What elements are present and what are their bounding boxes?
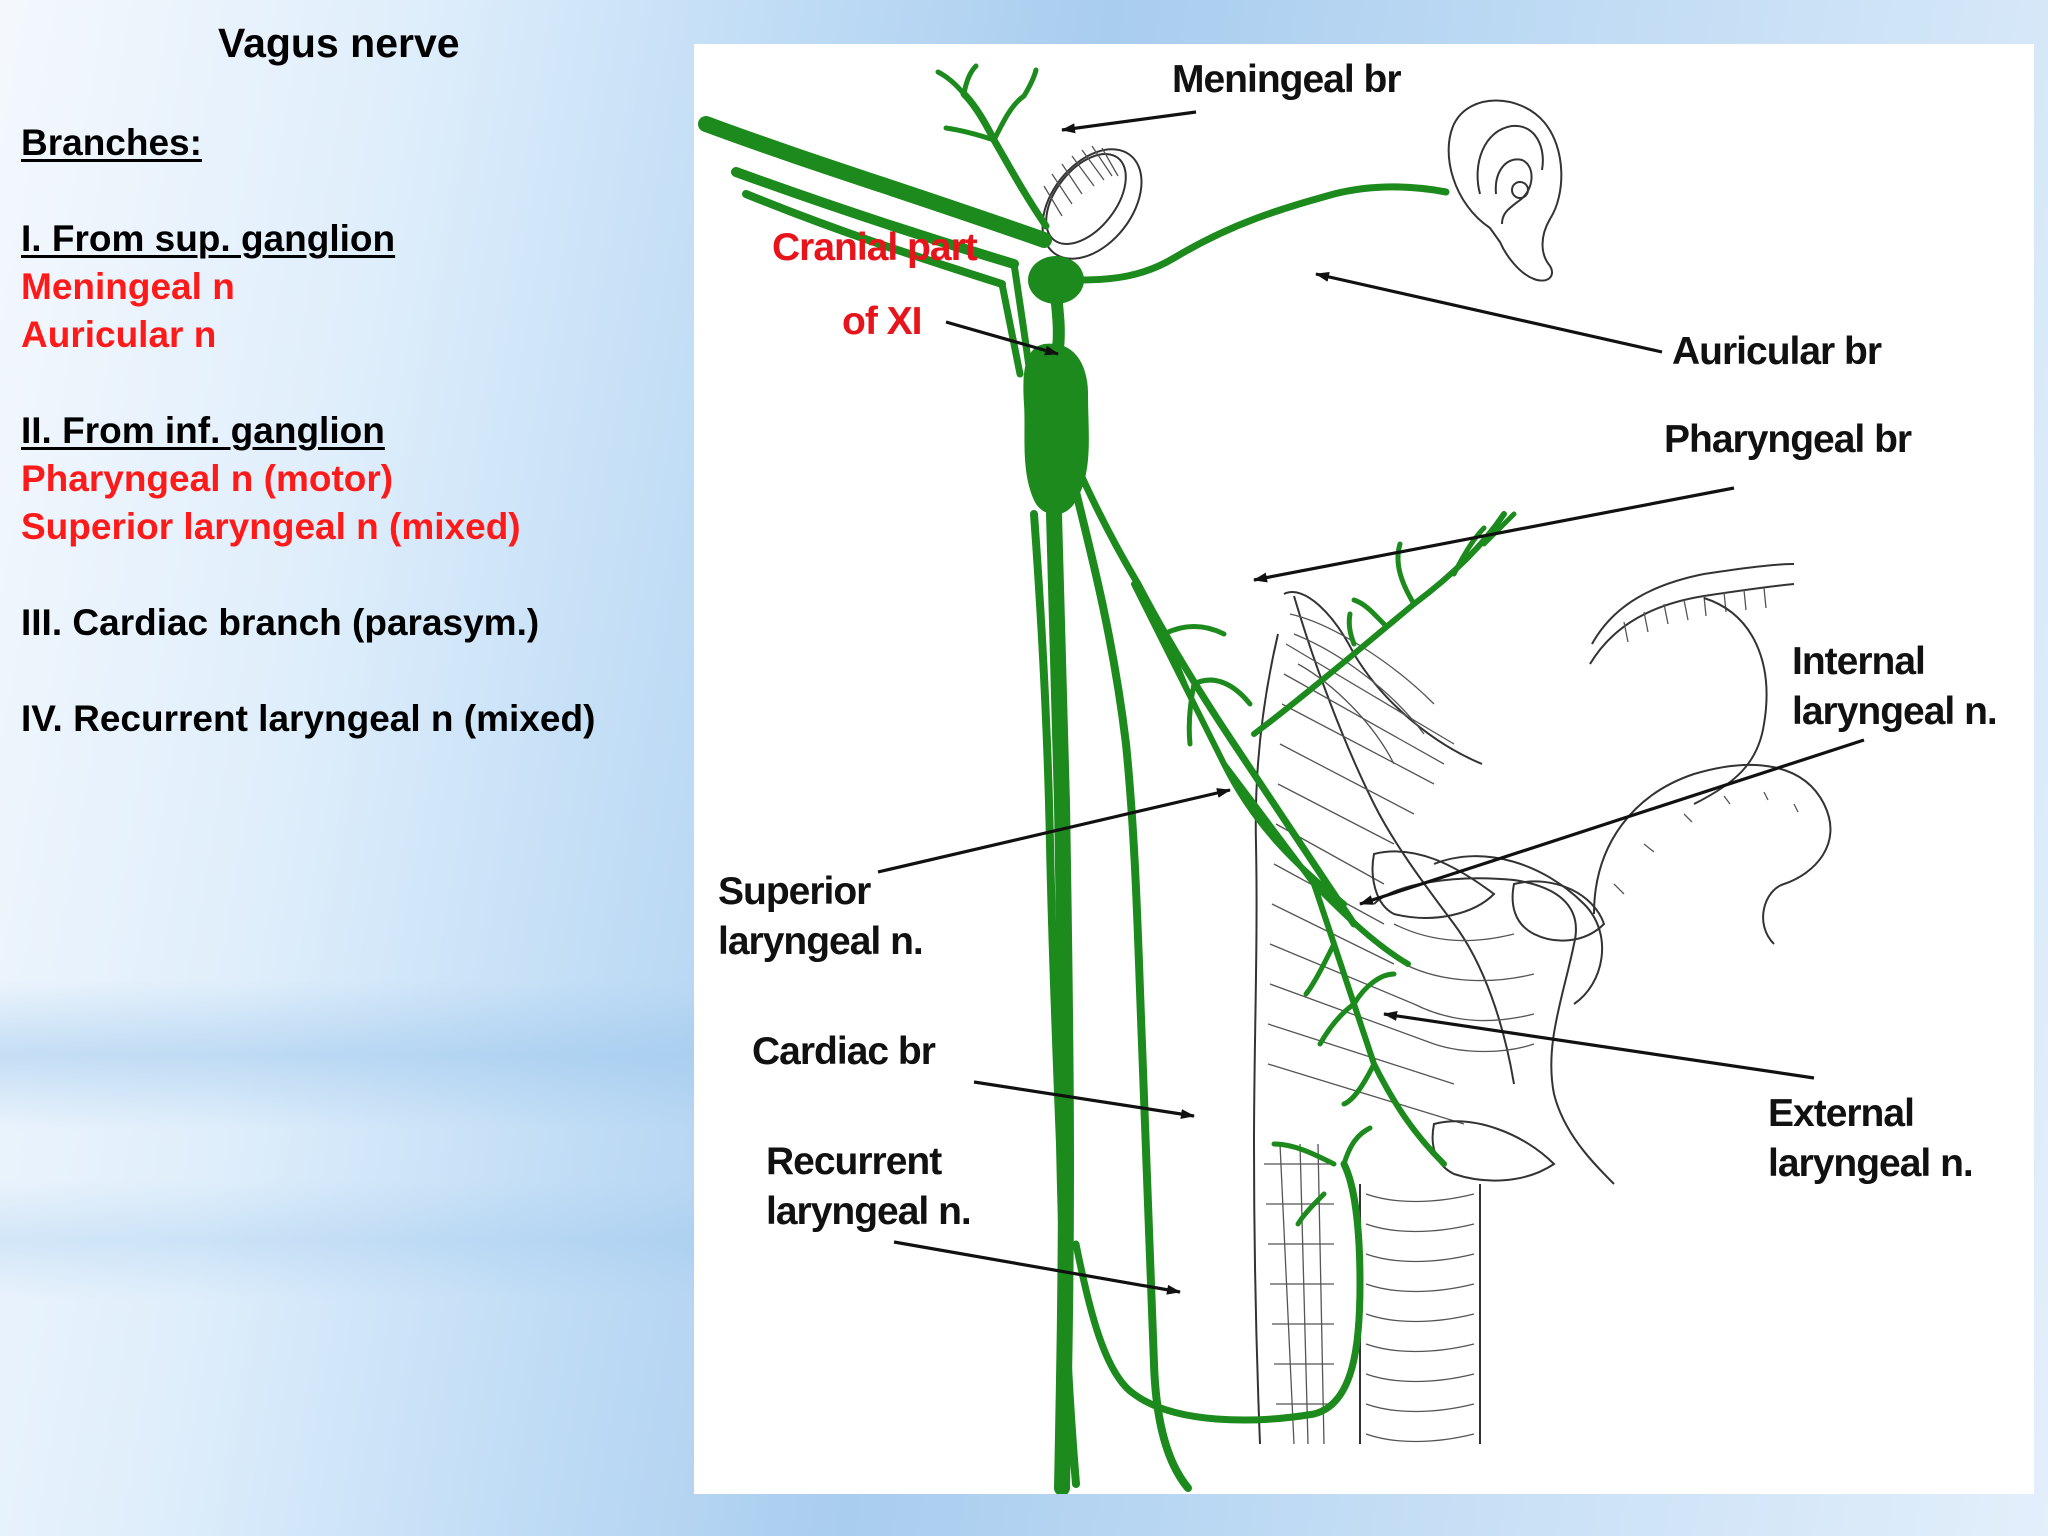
label-internal-laryngeal: laryngeal n. bbox=[1792, 690, 1997, 733]
section-heading-1: I. From sup. ganglion bbox=[21, 218, 396, 259]
section-heading-4: IV. Recurrent laryngeal n (mixed) bbox=[21, 698, 596, 739]
label-pharyngeal-br: Pharyngeal br bbox=[1664, 418, 1912, 461]
label-meningeal-br: Meningeal br bbox=[1172, 58, 1401, 101]
branch-item: Auricular n bbox=[21, 314, 217, 355]
branches-heading: Branches: bbox=[21, 122, 202, 163]
label-external: External bbox=[1768, 1092, 1914, 1135]
vagus-nerve-trunks bbox=[698, 63, 1517, 1494]
section-heading-3: III. Cardiac branch (parasym.) bbox=[21, 602, 540, 643]
ear-drawing bbox=[1447, 99, 1563, 282]
label-recurrent-laryngeal: laryngeal n. bbox=[766, 1190, 971, 1233]
label-external-laryngeal: laryngeal n. bbox=[1768, 1142, 1973, 1185]
larynx-drawing bbox=[1252, 563, 1832, 1445]
branch-item: Pharyngeal n (motor) bbox=[21, 458, 394, 499]
vagus-diagram: Meningeal br Cranial part of XI Auricula… bbox=[698, 58, 1998, 1494]
jugular-foramen-drawing bbox=[1041, 145, 1143, 260]
label-superior-laryngeal: laryngeal n. bbox=[718, 920, 923, 963]
slide-title: Vagus nerve bbox=[218, 20, 460, 66]
label-cardiac-br: Cardiac br bbox=[752, 1030, 936, 1073]
text-panel: Vagus nerve Branches: I. From sup. gangl… bbox=[0, 0, 700, 1536]
branch-item: Meningeal n bbox=[21, 266, 235, 307]
label-internal: Internal bbox=[1792, 640, 1925, 683]
section-heading-2: II. From inf. ganglion bbox=[21, 410, 385, 451]
label-cranial-part: Cranial part bbox=[772, 226, 978, 269]
label-of-xi: of XI bbox=[842, 300, 922, 343]
label-auricular-br: Auricular br bbox=[1672, 330, 1882, 373]
anatomy-figure: Meningeal br Cranial part of XI Auricula… bbox=[694, 44, 2034, 1494]
label-superior: Superior bbox=[718, 870, 871, 913]
label-recurrent: Recurrent bbox=[766, 1140, 942, 1183]
label-arrows bbox=[877, 110, 1865, 1295]
branch-item: Superior laryngeal n (mixed) bbox=[21, 506, 521, 547]
